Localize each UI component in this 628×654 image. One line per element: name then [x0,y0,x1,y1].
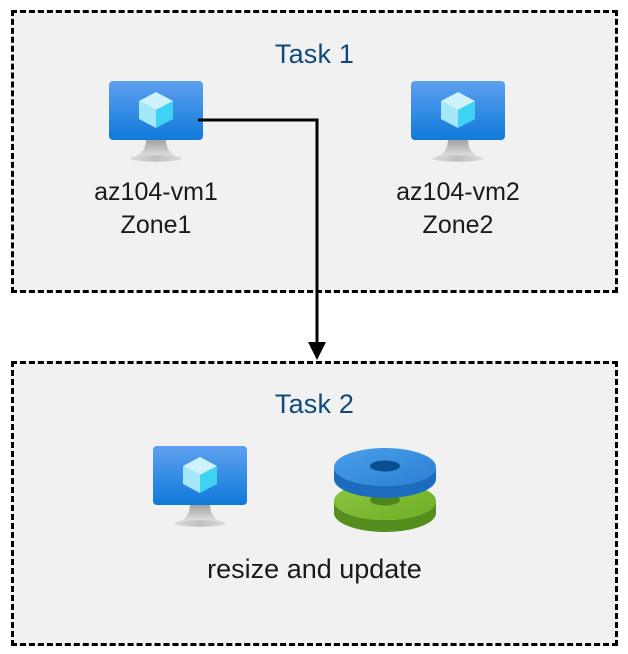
node-task2-vm[interactable] [150,443,250,529]
azure-virtual-machine-icon [109,81,203,162]
azure-disks-icon [334,448,436,532]
azure-virtual-machine-icon [153,446,247,527]
node-az104-vm2[interactable]: az104-vm2 Zone2 [368,78,548,242]
task-1-title: Task 1 [274,39,355,69]
node-az104-vm1[interactable]: az104-vm1 Zone1 [66,78,246,242]
task-2-title: Task 2 [274,389,355,419]
disk-blue [334,448,436,498]
task-2-caption: resize and update [207,554,422,584]
azure-virtual-machine-icon [411,81,505,162]
node-task2-disks[interactable] [330,443,440,533]
node-label-az104-vm1: az104-vm1 Zone1 [94,178,218,239]
task-2-group-box: Task 2 [11,361,618,646]
connector-arrowhead-icon [308,342,326,360]
node-label-az104-vm2: az104-vm2 Zone2 [396,178,520,239]
